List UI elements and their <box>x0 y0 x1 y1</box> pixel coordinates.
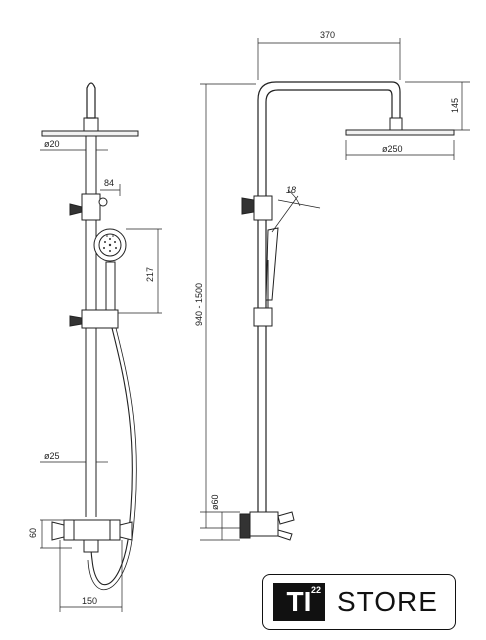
side-wall-flange <box>239 513 251 539</box>
dim-height-range: 940 - 1500 <box>194 283 204 326</box>
store-logo: TI 22 STORE <box>262 574 456 630</box>
dim-mixer-height: 60 <box>28 528 38 538</box>
side-head-connector <box>389 117 403 131</box>
front-right-handle-hub <box>109 519 121 541</box>
side-upper-holder <box>253 195 273 221</box>
front-dimensions <box>40 149 162 612</box>
side-mixer-handle <box>277 511 295 541</box>
front-upper-slider <box>81 193 101 221</box>
front-head-connector <box>83 117 99 132</box>
logo-badge: TI 22 <box>273 583 325 621</box>
front-left-handle-hub <box>63 519 75 541</box>
dim-arm-length: 370 <box>320 30 335 40</box>
riser-top-cap <box>86 82 96 119</box>
hand-shower-handle <box>105 261 116 313</box>
front-mixer-body <box>71 519 113 541</box>
side-mixer-body <box>249 511 279 537</box>
dim-rail-diameter: ø20 <box>44 139 60 149</box>
dim-handshower-height: 217 <box>145 267 155 282</box>
front-hose-inner <box>87 327 137 591</box>
side-shower-head <box>345 129 455 136</box>
side-dimensions <box>200 38 470 541</box>
logo-store-text: STORE <box>337 586 438 617</box>
dim-mixer-spacing: 150 <box>82 596 97 606</box>
side-arm-inner <box>265 89 393 512</box>
side-lower-slider <box>253 307 273 327</box>
dim-pipe-diameter: ø25 <box>44 451 60 461</box>
logo-badge-text: TI <box>286 586 312 617</box>
front-upper-slider-knob <box>98 197 108 207</box>
side-arm-outer <box>257 81 401 512</box>
front-mixer-bottom <box>83 539 99 553</box>
front-upper-screw <box>69 203 83 216</box>
front-view <box>41 82 139 591</box>
dim-holder-offset: 84 <box>104 178 114 188</box>
side-view <box>239 81 455 541</box>
dim-head-height: 145 <box>450 98 460 113</box>
front-lower-screw <box>69 315 83 327</box>
front-lower-slider <box>81 309 119 329</box>
side-upper-knob <box>241 197 255 215</box>
dim-wall-diameter: ø60 <box>210 494 220 510</box>
logo-badge-sup: 22 <box>310 585 321 595</box>
dim-head-diameter: ø250 <box>382 144 403 154</box>
hand-shower-nozzles <box>103 235 117 252</box>
dim-holder-angle: 18 <box>286 185 296 195</box>
front-shower-head <box>41 130 139 137</box>
